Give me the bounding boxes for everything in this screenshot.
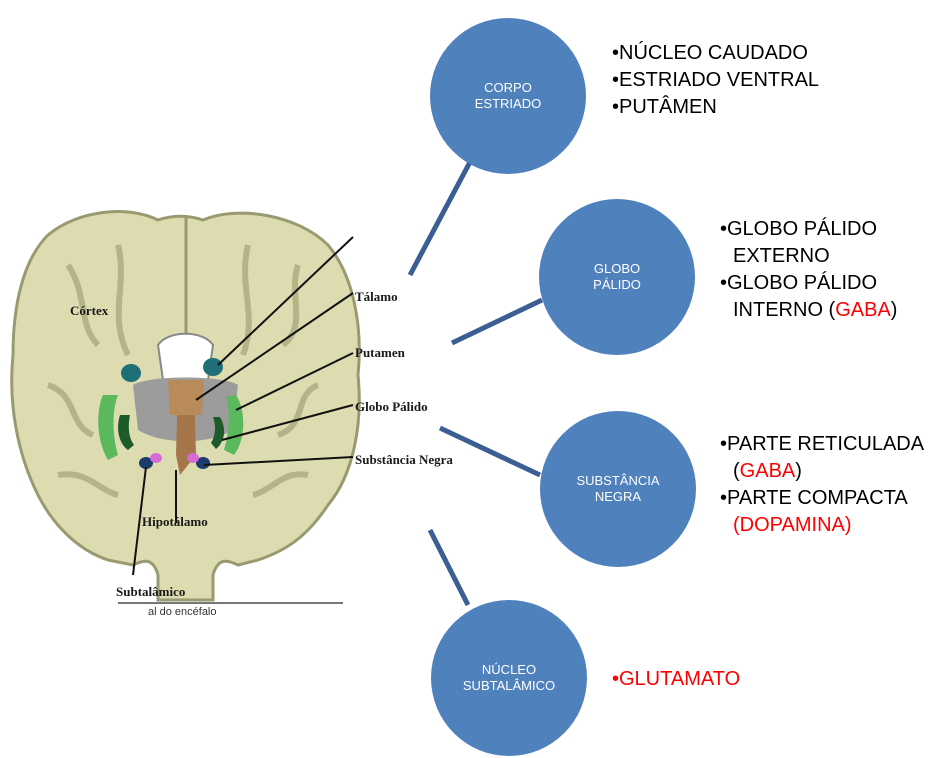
neurotransmitter-glutamato: •GLUTAMATO — [612, 668, 741, 690]
list-item: •PUTÂMEN — [612, 96, 717, 118]
node-label-line2: ESTRIADO — [474, 96, 542, 111]
list-item: •ESTRIADO VENTRAL — [612, 69, 820, 91]
list-item-continuation: EXTERNO — [733, 245, 830, 267]
label-subtalamico: Subtalâmico — [116, 584, 186, 599]
label-putamen: Putamen — [355, 345, 405, 360]
connector-corpo — [407, 160, 473, 277]
label-globo-palido: Globo Pálido — [355, 399, 428, 414]
list-globo-palido: •GLOBO PÁLIDO EXTERNO •GLOBO PÁLIDO INTE… — [720, 216, 897, 324]
list-item-continuation: (GABA) — [720, 458, 924, 485]
putamen-left — [98, 395, 118, 460]
list-item-continuation: INTERNO (GABA) — [720, 297, 897, 324]
label-substancia-negra: Substância Negra — [355, 452, 453, 467]
connector-substancia — [438, 425, 542, 478]
list-item: •GLOBO PÁLIDO — [720, 218, 878, 240]
list-item: •PARTE RETICULADA — [720, 433, 925, 455]
neurotransmitter-gaba: GABA — [835, 299, 891, 321]
list-corpo-estriado: •NÚCLEO CAUDADO •ESTRIADO VENTRAL •PUTÂM… — [612, 40, 819, 121]
text: ) — [795, 460, 802, 482]
node-label-line1: SUBSTÂNCIA — [576, 473, 660, 488]
node-label-line2: PÁLIDO — [593, 277, 641, 292]
node-label-line1: CORPO — [484, 80, 532, 95]
node-label-line1: NÚCLEO — [481, 662, 537, 677]
list-substancia-negra: •PARTE RETICULADA (GABA) •PARTE COMPACTA… — [720, 431, 924, 539]
text: ) — [890, 299, 898, 321]
neurotransmitter-gaba: GABA — [739, 460, 796, 482]
figure-caption: al do encéfalo — [148, 606, 217, 618]
brain-coronal-section-illustration — [10, 210, 361, 604]
connector-nucleo — [427, 528, 471, 607]
list-item: •GLOBO PÁLIDO — [720, 272, 878, 294]
node-label-line2: SUBTALÂMICO — [462, 678, 556, 693]
label-talamo: Tálamo — [355, 289, 398, 304]
neurotransmitter-dopamina: (DOPAMINA) — [733, 514, 852, 536]
putamen-right — [224, 395, 244, 455]
text: INTERNO ( — [733, 299, 836, 321]
label-hipotalamo: Hipotálamo — [142, 514, 208, 529]
list-item: •PARTE COMPACTA — [720, 487, 908, 509]
label-cortex: Córtex — [70, 303, 109, 318]
node-label-line2: NEGRA — [594, 489, 642, 504]
connector-globo — [450, 297, 544, 346]
list-nucleo-subtalamico: •GLUTAMATO — [612, 666, 740, 693]
list-item: •NÚCLEO CAUDADO — [612, 42, 808, 64]
node-label-line1: GLOBO — [593, 261, 641, 276]
text: ( — [733, 460, 740, 482]
